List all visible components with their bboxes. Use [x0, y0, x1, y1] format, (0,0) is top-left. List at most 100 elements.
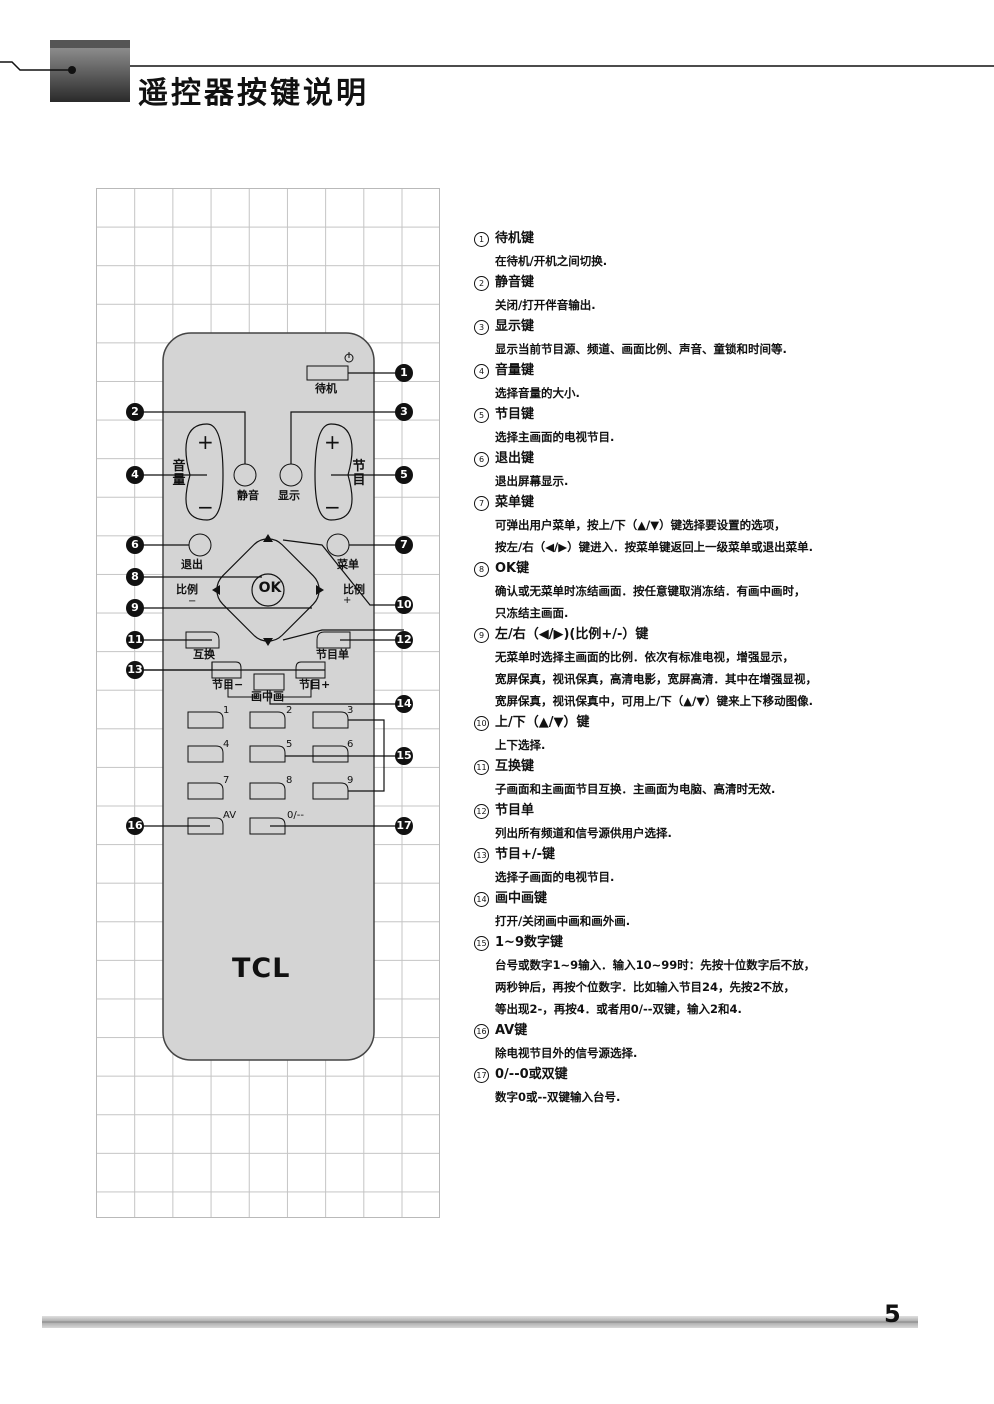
ratio-right-sign: +: [343, 595, 352, 606]
description-title: 菜单键: [495, 495, 535, 510]
digit-3-label: 3: [347, 705, 354, 716]
callout-badge: 11: [126, 631, 144, 649]
ok-button: [251, 573, 285, 607]
digit-2-label: 2: [286, 705, 293, 716]
callout-badge: 13: [126, 661, 144, 679]
description-text: 上下选择.: [495, 738, 546, 752]
description-item: 9 左/右（◀/▶)(比例+/-）键无菜单时选择主画面的比例．依次有标准电视，增强…: [474, 624, 974, 712]
description-text: 退出屏幕显示.: [495, 474, 569, 488]
description-text: 显示当前节目源、频道、画面比例、声音、童锁和时间等.: [495, 342, 787, 356]
program-list-button: [316, 631, 351, 649]
callout-badge: 15: [395, 747, 413, 765]
description-text: 两秒钟后，再按个位数字．比如输入节目24，先按2不放，: [495, 980, 796, 994]
page-title: 遥控器按键说明: [138, 76, 369, 111]
callout-badge: 16: [126, 817, 144, 835]
program-rocker: [314, 423, 353, 521]
callout-badge: 6: [126, 536, 144, 554]
description-title: 1~9数字键: [495, 935, 563, 950]
description-title: 0/--0或双键: [495, 1067, 568, 1082]
av-label: AV: [223, 810, 237, 821]
swap-label: 互换: [193, 648, 215, 661]
description-number: 15: [474, 935, 489, 951]
description-number: 2: [474, 275, 489, 291]
description-text: 除电视节目外的信号源选择.: [495, 1046, 638, 1060]
description-text: 选择主画面的电视节目.: [495, 430, 615, 444]
description-title: 上/下（▲/▼）键: [495, 715, 590, 730]
double-zero-label: 0/--: [287, 810, 304, 821]
description-number: 10: [474, 715, 489, 731]
tcl-logo: TCL: [232, 953, 291, 984]
volume-minus-icon: −: [197, 495, 214, 519]
program-minus-icon: −: [324, 495, 341, 519]
description-title: 退出键: [495, 451, 535, 466]
ratio-left-sign: −: [188, 596, 197, 607]
callout-badge: 10: [395, 596, 413, 614]
volume-rocker: [185, 423, 224, 521]
pip-label: 画中画: [251, 690, 284, 703]
description-text: 在待机/开机之间切换.: [495, 254, 608, 268]
digit-8-label: 8: [286, 775, 293, 786]
digit-5-label: 5: [286, 739, 293, 750]
digit-4-label: 4: [223, 739, 230, 750]
digit-9-label: 9: [347, 775, 354, 786]
description-text: 确认或无菜单时冻结画面．按任意键取消冻结．有画中画时，: [495, 584, 806, 598]
description-number: 16: [474, 1023, 489, 1039]
description-number: 11: [474, 759, 489, 775]
description-title: 左/右（◀/▶)(比例+/-）键: [495, 627, 649, 642]
description-text: 打开/关闭画中画和画外画.: [495, 914, 631, 928]
callout-badge: 3: [395, 403, 413, 421]
display-button: [279, 463, 303, 487]
description-title: 节目+/-键: [495, 847, 556, 862]
description-number: 9: [474, 627, 489, 643]
callout-badge: 8: [126, 568, 144, 586]
description-title: 节目单: [495, 803, 535, 818]
mute-label: 静音: [237, 489, 259, 502]
menu-label: 菜单: [337, 558, 359, 571]
footer-decoration: [42, 1316, 918, 1328]
description-text: 可弹出用户菜单，按上/下（▲/▼）键选择要设置的选项，: [495, 518, 786, 532]
callout-badge: 14: [395, 695, 413, 713]
description-title: 音量键: [495, 363, 535, 378]
numeric-keypad: [187, 711, 349, 835]
exit-label: 退出: [181, 558, 203, 571]
program-label: 节目: [352, 459, 366, 488]
description-heading: 10 上/下（▲/▼）键: [474, 712, 974, 734]
description-title: 互换键: [495, 759, 535, 774]
volume-label: 音量: [172, 459, 186, 488]
description-text: 子画面和主画面节目互换．主画面为电脑、高清时无效.: [495, 782, 776, 796]
description-text: 宽屏保真，视讯保真，高清电影，宽屏高清．其中在增强显视，: [495, 672, 817, 686]
digit-7-label: 7: [223, 775, 230, 786]
description-text: 无菜单时选择主画面的比例．依次有标准电视，增强显示，: [495, 650, 794, 664]
program-minus-label: 节目−: [212, 678, 244, 691]
callout-badge: 2: [126, 403, 144, 421]
callout-badge: 4: [126, 466, 144, 484]
standby-label: 待机: [315, 382, 337, 395]
exit-button: [188, 533, 212, 557]
description-heading: 11 互换键: [474, 756, 974, 778]
description-number: 14: [474, 891, 489, 907]
callout-badge: 7: [395, 536, 413, 554]
menu-button: [326, 533, 350, 557]
